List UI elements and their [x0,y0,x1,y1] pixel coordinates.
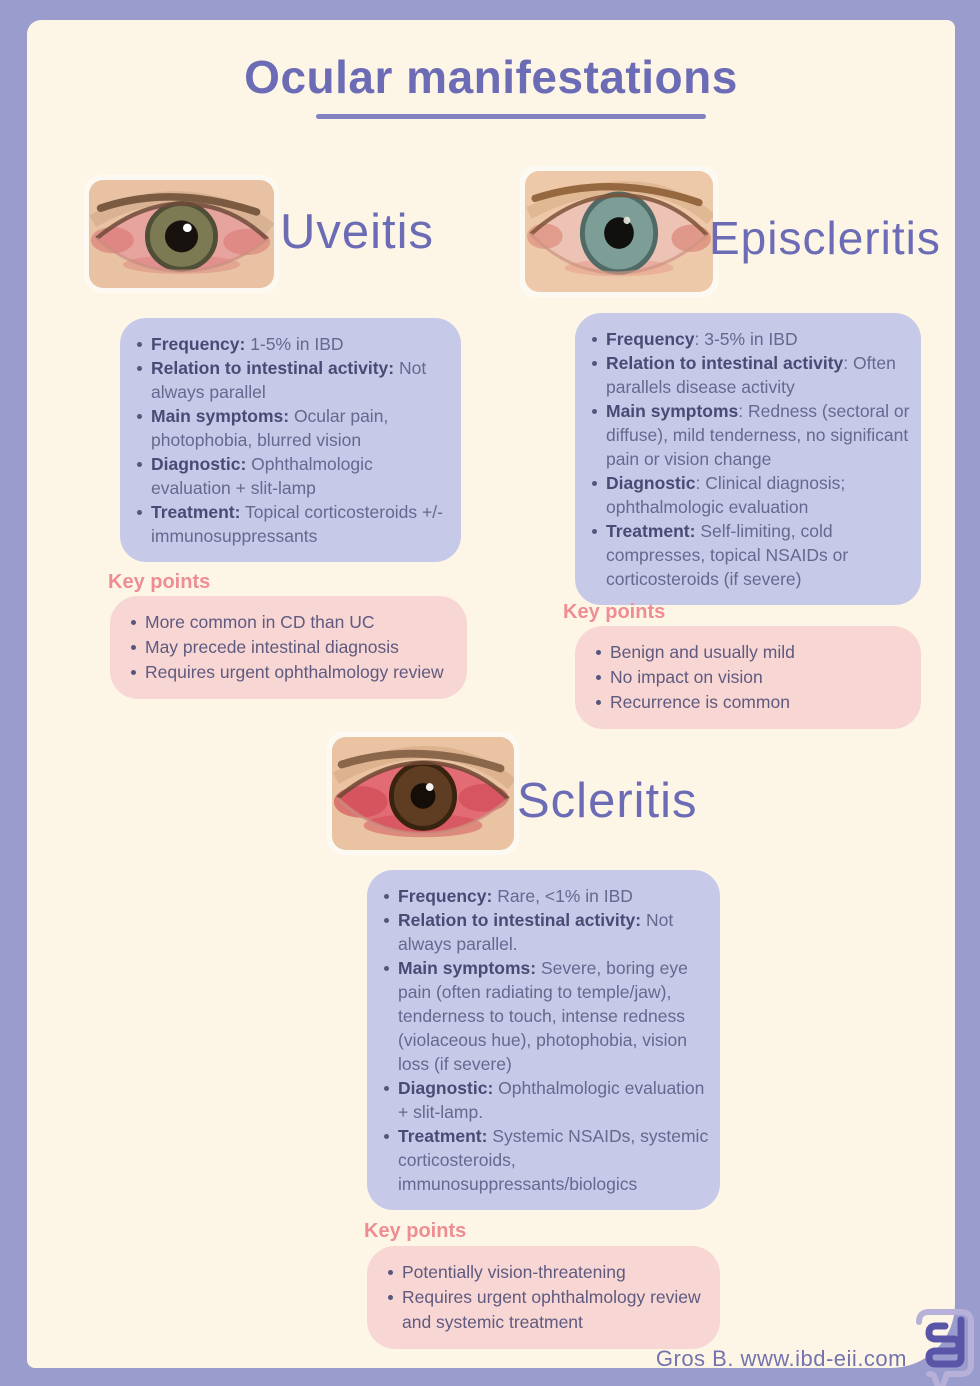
uveitis-key-points-list: More common in CD than UC May precede in… [128,610,455,685]
scleritis-heading: Scleritis [517,774,698,828]
uveitis-key-points-label: Key points [108,571,211,593]
detail-item: Treatment: Self-limiting, cold compresse… [589,519,911,591]
key-point-item: Potentially vision-threatening [385,1260,708,1285]
detail-item: Diagnostic: Clinical diagnosis; ophthalm… [589,471,911,519]
detail-item: Frequency: 1-5% in IBD [134,332,451,356]
detail-item: Diagnostic: Ophthalmologic evaluation + … [381,1076,710,1124]
detail-item: Main symptoms: Severe, boring eye pain (… [381,956,710,1076]
page-title: Ocular manifestations [244,51,738,103]
scleritis-eye-illustration [332,737,514,850]
scleritis-key-points-list: Potentially vision-threatening Requires … [385,1260,708,1335]
episcleritis-eye-photo [521,167,717,296]
uveitis-heading: Uveitis [280,205,435,259]
detail-item: Main symptoms: Redness (sectoral or diff… [589,399,911,471]
detail-item: Relation to intestinal activity: Not alw… [134,356,451,404]
uveitis-key-points-box: More common in CD than UC May precede in… [110,596,467,699]
scleritis-eye-photo [328,733,518,854]
author-credit: Gros B. www.ibd-eii.com [655,1346,907,1371]
key-point-item: Requires urgent ophthalmology review and… [385,1285,708,1335]
detail-item: Frequency: 3-5% in IBD [589,327,911,351]
ibd-eii-intestine-logo [916,1309,974,1386]
key-point-item: Requires urgent ophthalmology review [128,660,455,685]
uveitis-info-box: Frequency: 1-5% in IBD Relation to intes… [120,318,461,562]
uveitis-eye-photo [85,176,278,292]
uveitis-eye-illustration [89,180,274,288]
key-point-item: No impact on vision [593,665,909,690]
scleritis-key-points-label: Key points [364,1220,467,1242]
scleritis-detail-list: Frequency: Rare, <1% in IBD Relation to … [381,884,710,1196]
episcleritis-eye-illustration [525,171,713,292]
poster-page: Ocular manifestations Uveitis [27,20,974,1386]
episcleritis-key-points-box: Benign and usually mild No impact on vis… [575,626,921,729]
episcleritis-detail-list: Frequency: 3-5% in IBD Relation to intes… [589,327,911,591]
detail-item: Treatment: Topical corticosteroids +/- i… [134,500,451,548]
title-underline [316,114,706,119]
scleritis-key-points-box: Potentially vision-threatening Requires … [367,1246,720,1349]
key-point-item: Recurrence is common [593,690,909,715]
detail-item: Relation to intestinal activity: Often p… [589,351,911,399]
detail-item: Frequency: Rare, <1% in IBD [381,884,710,908]
episcleritis-heading: Episcleritis [709,212,941,264]
key-point-item: More common in CD than UC [128,610,455,635]
episcleritis-info-box: Frequency: 3-5% in IBD Relation to intes… [575,313,921,605]
uveitis-detail-list: Frequency: 1-5% in IBD Relation to intes… [134,332,451,548]
detail-item: Diagnostic: Ophthalmologic evaluation + … [134,452,451,500]
scleritis-info-box: Frequency: Rare, <1% in IBD Relation to … [367,870,720,1210]
detail-item: Main symptoms: Ocular pain, photophobia,… [134,404,451,452]
key-point-item: Benign and usually mild [593,640,909,665]
detail-item: Treatment: Systemic NSAIDs, systemic cor… [381,1124,710,1196]
episcleritis-key-points-list: Benign and usually mild No impact on vis… [593,640,909,715]
episcleritis-key-points-label: Key points [563,601,666,623]
key-point-item: May precede intestinal diagnosis [128,635,455,660]
detail-item: Relation to intestinal activity: Not alw… [381,908,710,956]
